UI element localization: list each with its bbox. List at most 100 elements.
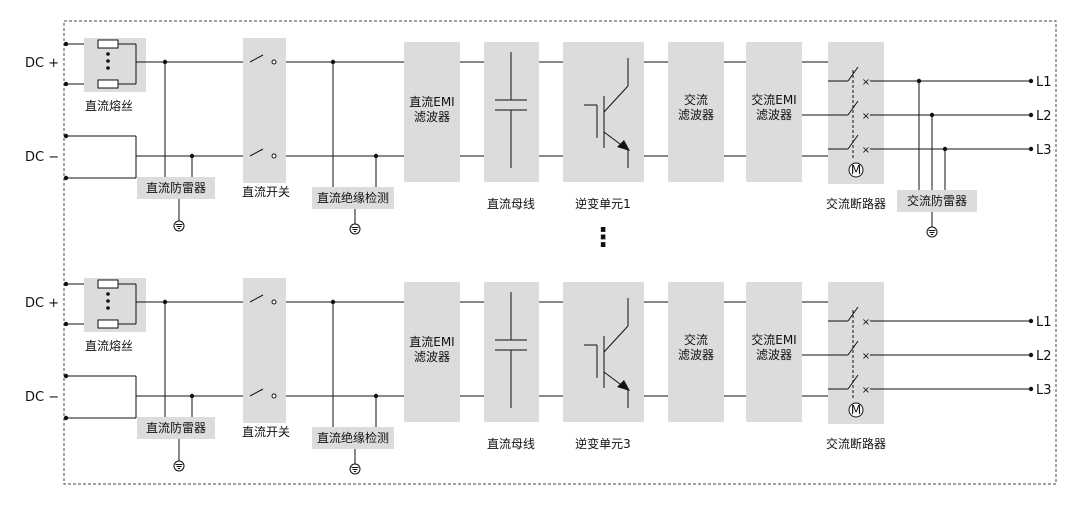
insulation-monitor-label: 直流绝缘检测 bbox=[317, 190, 389, 205]
ac-emi-label-line2: 滤波器 bbox=[756, 348, 792, 362]
ac-spd-block bbox=[897, 190, 977, 212]
wire bbox=[603, 85, 629, 113]
breaker-x-mark: × bbox=[862, 351, 870, 362]
wire bbox=[603, 325, 629, 353]
dc-switch-label: 直流开关 bbox=[242, 425, 290, 439]
dc-minus-label: DC − bbox=[25, 390, 59, 405]
ac-filter-label-line1: 交流 bbox=[684, 332, 708, 347]
switch-pole bbox=[271, 393, 277, 399]
dc-emi-label-line2: 滤波器 bbox=[414, 350, 450, 364]
dc-spd-label: 直流防雷器 bbox=[146, 180, 206, 195]
ac-filter-label-line1: 交流 bbox=[684, 92, 708, 107]
ac-output-terminal bbox=[1028, 352, 1034, 358]
dc-emi-filter-block bbox=[404, 42, 460, 182]
fuse-ellipsis-dot bbox=[106, 52, 110, 56]
igbt-arrow bbox=[617, 140, 630, 151]
igbt-arrow bbox=[617, 380, 630, 391]
dc-bus-label: 直流母线 bbox=[487, 197, 535, 211]
output-label-l3: L3 bbox=[1036, 383, 1052, 398]
outer-frame bbox=[63, 20, 1057, 485]
fuse-ellipsis-dot bbox=[106, 299, 110, 303]
breaker-x-mark: × bbox=[862, 317, 870, 328]
output-label-l2: L2 bbox=[1036, 109, 1052, 124]
motor-icon bbox=[848, 162, 864, 178]
output-label-l2: L2 bbox=[1036, 349, 1052, 364]
output-label-l1: L1 bbox=[1036, 75, 1052, 90]
insulation-monitor-label: 直流绝缘检测 bbox=[317, 430, 389, 445]
switch-pole bbox=[271, 153, 277, 159]
ac-breaker-block bbox=[828, 42, 884, 184]
switch-pole bbox=[271, 59, 277, 65]
fuse-ellipsis-dot bbox=[106, 292, 110, 296]
junction-dot bbox=[330, 59, 336, 65]
fuse-symbol bbox=[97, 279, 119, 289]
junction-dot bbox=[330, 299, 336, 305]
ac-emi-label-line1: 交流EMI bbox=[751, 92, 796, 107]
ac-output-terminal bbox=[1028, 146, 1034, 152]
fuse-ellipsis-dot bbox=[106, 59, 110, 63]
ground-icon bbox=[173, 460, 185, 472]
fuse-symbol bbox=[97, 319, 119, 329]
dc-plus-label: DC + bbox=[25, 296, 59, 311]
dc-emi-filter-block bbox=[404, 282, 460, 422]
fuse-symbol bbox=[97, 79, 119, 89]
breaker-x-mark: × bbox=[862, 145, 870, 156]
ac-filter-block bbox=[668, 42, 724, 182]
breaker-contact bbox=[847, 66, 859, 82]
fuse-symbol bbox=[97, 39, 119, 49]
dc-plus-label: DC + bbox=[25, 56, 59, 71]
breaker-x-mark: × bbox=[862, 77, 870, 88]
ac-emi-filter-block bbox=[746, 42, 802, 182]
junction-dot bbox=[162, 59, 168, 65]
breaker-x-mark: × bbox=[862, 111, 870, 122]
motor-label: M bbox=[851, 163, 861, 177]
ground-icon bbox=[349, 463, 361, 475]
inverter-label: 逆变单元1 bbox=[575, 196, 631, 211]
dc-emi-label-line1: 直流EMI bbox=[409, 335, 454, 349]
dc-spd-block bbox=[137, 177, 215, 199]
fuse-ellipsis-dot bbox=[106, 306, 110, 310]
ac-emi-label-line1: 交流EMI bbox=[751, 332, 796, 347]
inverter-label: 逆变单元3 bbox=[575, 436, 631, 451]
ac-output-terminal bbox=[1028, 386, 1034, 392]
junction-dot bbox=[373, 393, 379, 399]
switch-contact bbox=[249, 388, 264, 397]
upper-stage: DC +DC −直流熔丝直流防雷器直流开关直流绝缘检测直流EMI滤波器直流母线逆… bbox=[25, 38, 1052, 238]
stage-ellipsis: ⋮ bbox=[590, 223, 616, 253]
switch-pole bbox=[271, 299, 277, 305]
dc-switch-block bbox=[243, 278, 286, 423]
junction-dot bbox=[162, 299, 168, 305]
output-label-l3: L3 bbox=[1036, 143, 1052, 158]
ac-filter-label-line2: 滤波器 bbox=[678, 108, 714, 122]
junction-dot bbox=[373, 153, 379, 159]
switch-contact bbox=[249, 148, 264, 157]
switch-contact bbox=[249, 294, 264, 303]
insulation-monitor-block bbox=[312, 427, 394, 449]
ground-icon bbox=[926, 226, 938, 238]
ac-emi-label-line2: 滤波器 bbox=[756, 108, 792, 122]
ground-icon bbox=[173, 220, 185, 232]
breaker-x-mark: × bbox=[862, 385, 870, 396]
fuse-label: 直流熔丝 bbox=[85, 98, 133, 113]
dc-spd-label: 直流防雷器 bbox=[146, 420, 206, 435]
ac-spd-label: 交流防雷器 bbox=[907, 193, 967, 208]
fuse-ellipsis-dot bbox=[106, 66, 110, 70]
dc-bus-label: 直流母线 bbox=[487, 437, 535, 451]
dc-spd-block bbox=[137, 417, 215, 439]
ac-output-terminal bbox=[1028, 318, 1034, 324]
ac-output-terminal bbox=[1028, 112, 1034, 118]
lower-stage: DC +DC −直流熔丝直流防雷器直流开关直流绝缘检测直流EMI滤波器直流母线逆… bbox=[25, 278, 1052, 475]
switch-contact bbox=[249, 54, 264, 63]
junction-dot bbox=[189, 393, 195, 399]
motor-label: M bbox=[851, 403, 861, 417]
ac-breaker-block bbox=[828, 282, 884, 424]
ground-icon bbox=[349, 223, 361, 235]
dc-minus-label: DC − bbox=[25, 150, 59, 165]
output-label-l1: L1 bbox=[1036, 315, 1052, 330]
ac-emi-filter-block bbox=[746, 282, 802, 422]
breaker-contact bbox=[847, 306, 859, 322]
insulation-monitor-block bbox=[312, 187, 394, 209]
dc-switch-label: 直流开关 bbox=[242, 185, 290, 199]
igbt-icon bbox=[584, 58, 630, 168]
